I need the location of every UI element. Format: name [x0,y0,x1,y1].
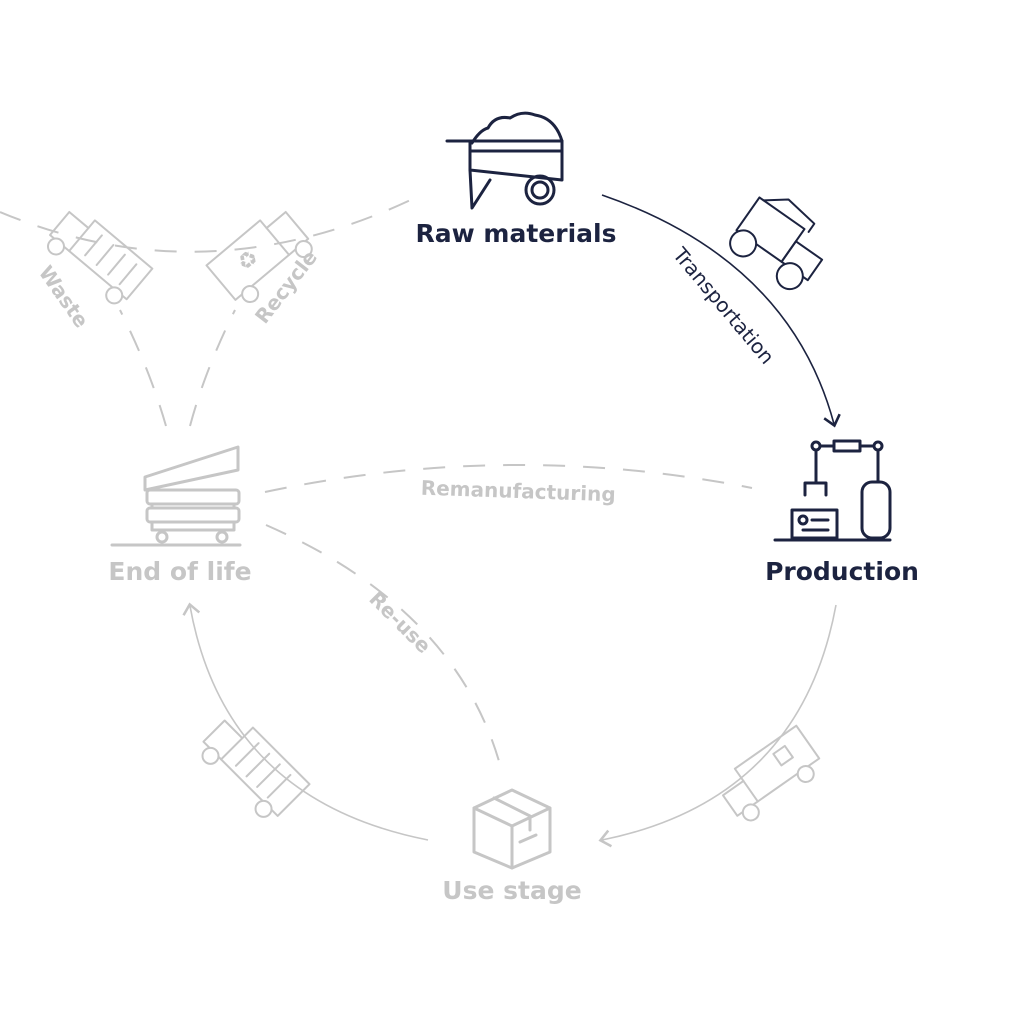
recycle-dashed [189,309,236,427]
use-to-end-arrow [182,602,429,841]
production-to-use-arrow [598,604,837,848]
waste-dashed [119,309,167,427]
flow-transportation: Transportation [668,242,780,369]
box-icon [472,788,552,870]
transportation-arrow [601,194,841,428]
delivery-truck-icon [721,724,821,822]
flow-waste: Waste [34,261,94,332]
factory-robot-icon [773,439,892,542]
waste-truck-icon [46,210,154,305]
dumpster-icon [110,445,242,547]
remanufacturing-dashed [264,463,753,493]
wheelbarrow-icon [445,111,564,210]
garbage-truck-icon [201,719,311,818]
stage-raw-materials: Raw materials [416,219,617,248]
flow-remanufacturing: Remanufacturing [420,476,616,507]
stage-production: Production [765,557,919,586]
stage-end-of-life: End of life [108,557,251,586]
flow-reuse: Re-use [364,587,435,658]
reuse-dashed [265,524,503,773]
top-dashed-arc [0,192,426,253]
dump-truck-icon [729,196,824,291]
stage-use-stage: Use stage [442,876,581,905]
